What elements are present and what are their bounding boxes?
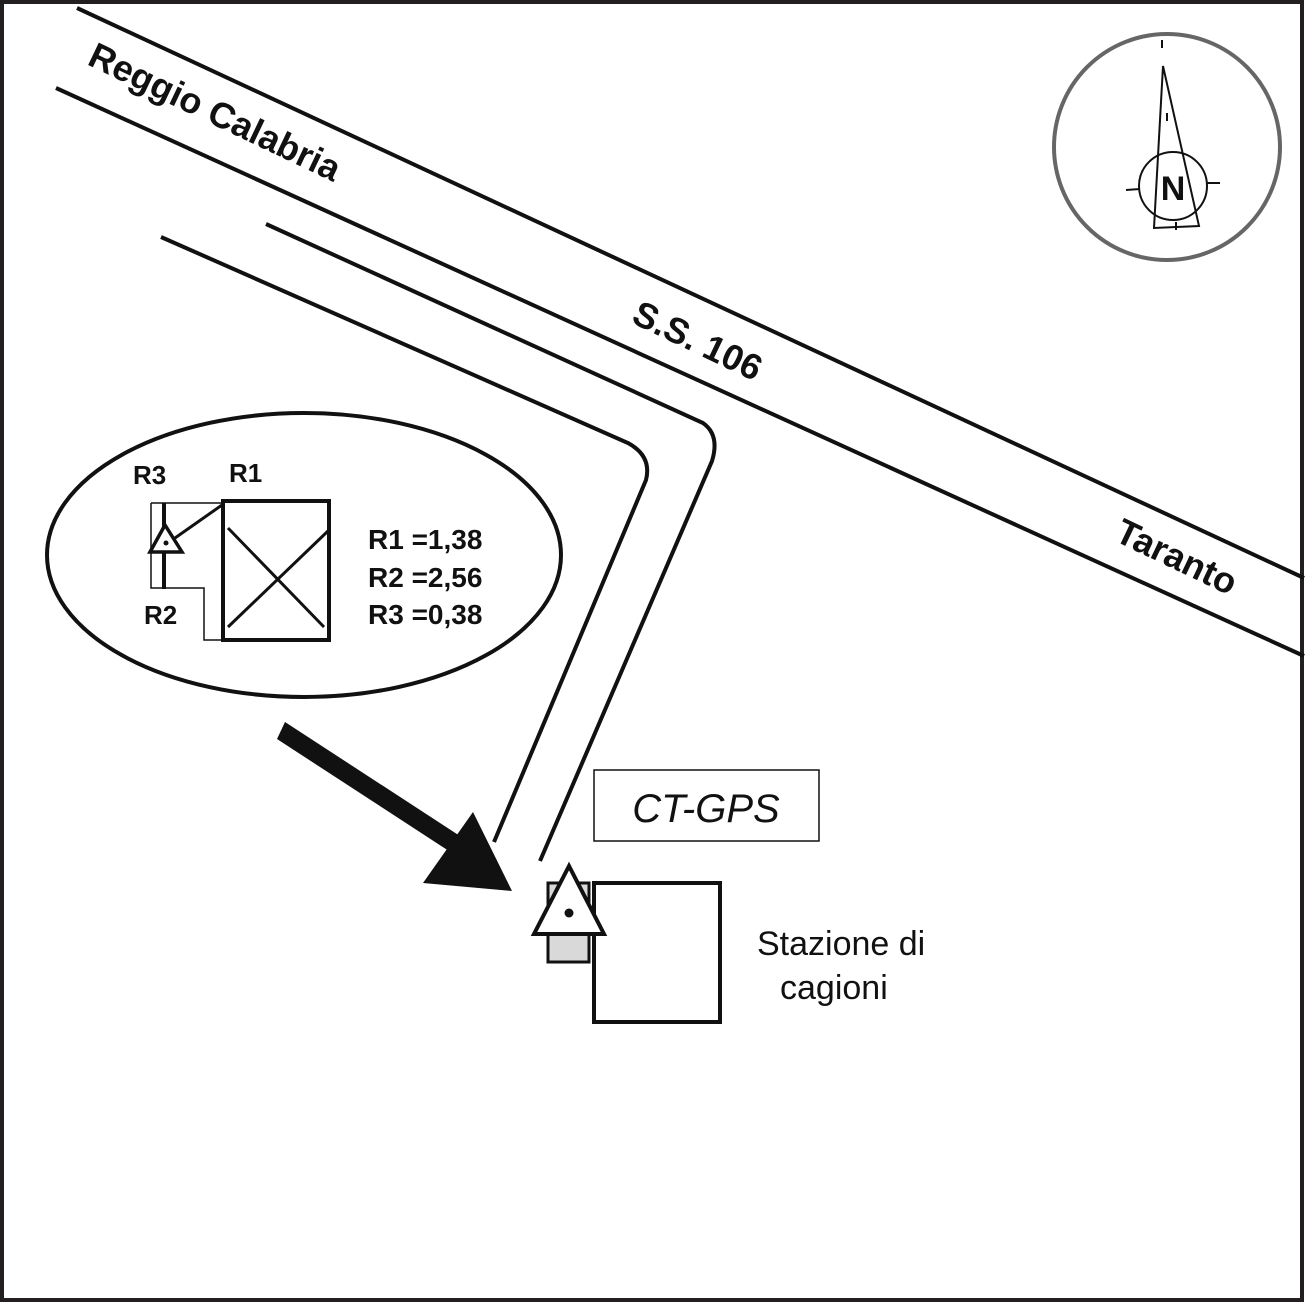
compass-ring — [1052, 32, 1282, 262]
access-road-edge-east — [265, 222, 717, 862]
measurement-r2: R2 =2,56 — [368, 562, 482, 593]
north-arrow-icon: N — [1052, 32, 1282, 262]
inset-survey-point-icon — [147, 521, 186, 554]
access-road — [160, 222, 717, 862]
station-code-box — [593, 769, 820, 842]
inset-building-cross — [226, 529, 330, 629]
station-code: CT-GPS — [632, 787, 780, 831]
arrow-down-right-icon — [277, 722, 512, 891]
inset-label-r3: R3 — [133, 460, 166, 490]
station-description-line1: Stazione di — [757, 925, 925, 963]
station-building — [592, 881, 722, 1024]
station-description-line2: cagioni — [780, 969, 888, 1007]
station-marker-triangle — [530, 861, 608, 936]
road-edge-south — [55, 86, 1305, 658]
measurement-r1: R1 =1,38 — [368, 524, 482, 555]
station-marker-dot — [564, 908, 574, 918]
inset-survey-point-dot — [163, 540, 169, 546]
measurement-r3: R3 =0,38 — [368, 599, 482, 630]
survey-point-triangle-icon — [530, 861, 608, 936]
access-road-edge-west — [160, 235, 650, 843]
pointer-arrow-shaft — [277, 722, 463, 855]
inset-detail: R3 R1 R2 R1 =1,38 R2 =2,56 R3 =0,38 — [45, 411, 563, 699]
pointer-arrow-head — [423, 812, 512, 891]
inset-r1-connector — [174, 503, 223, 540]
inset-label-r2: R2 — [144, 600, 177, 630]
inset-label-r1: R1 — [229, 458, 262, 488]
road-edge-north — [76, 6, 1305, 580]
compass-north-letter: N — [1161, 170, 1186, 208]
main-road-ss106 — [55, 6, 1305, 658]
compass-inner-ring — [1138, 151, 1208, 221]
inset-building — [221, 499, 331, 642]
compass-tick — [1125, 188, 1141, 191]
inset-building-cross — [226, 526, 326, 629]
